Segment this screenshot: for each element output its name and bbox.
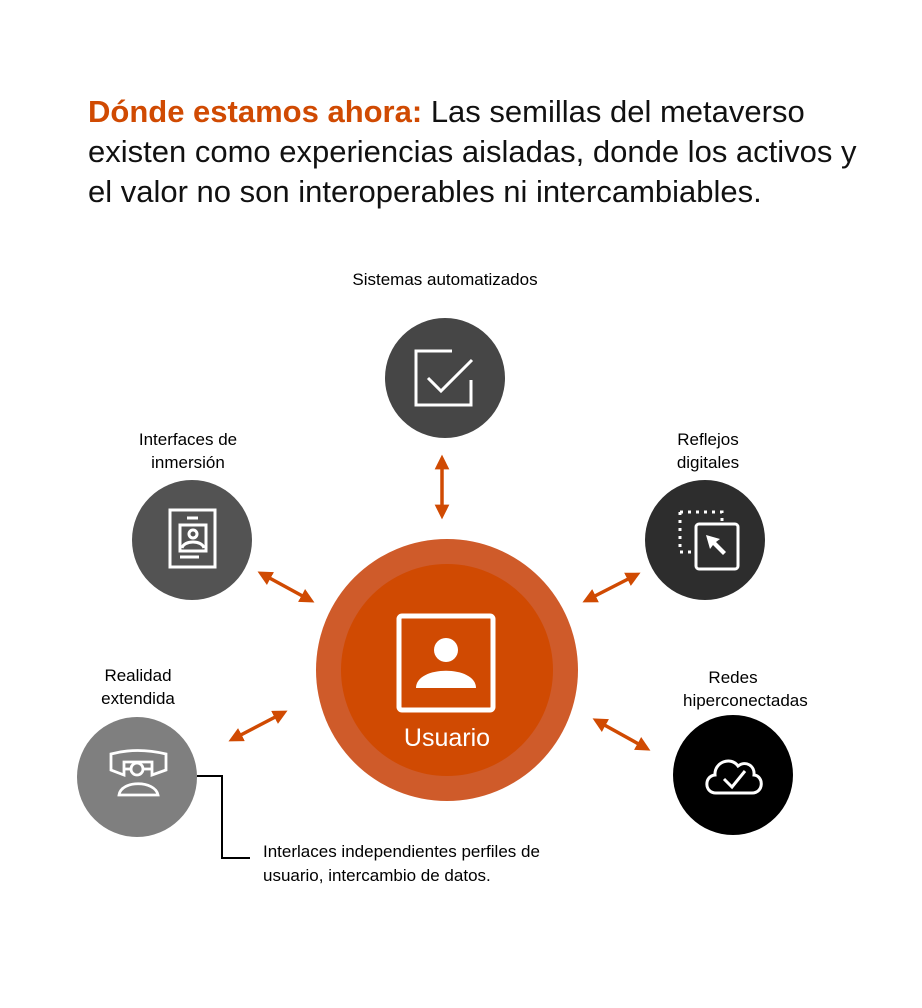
node-sistemas-label: Sistemas automatizados xyxy=(352,270,538,289)
arrow-realidad xyxy=(228,710,288,742)
node-redes xyxy=(673,715,793,835)
node-redes-label: Redes hiperconectadas xyxy=(623,666,843,712)
node-reflejos xyxy=(645,480,765,600)
note-connector xyxy=(197,775,250,859)
cloud-check-icon xyxy=(705,759,763,795)
cursor-select-icon xyxy=(678,510,740,571)
arrow-reflejos xyxy=(582,572,641,603)
node-realidad-label: Realidad extendida xyxy=(28,664,248,710)
node-reflejos-label-text: Reflejos digitales xyxy=(676,430,740,472)
node-realidad-label-text: Realidad extendida xyxy=(101,666,175,708)
node-interfaces xyxy=(132,480,252,600)
center-user-node xyxy=(316,539,578,801)
id-badge-icon xyxy=(168,508,217,569)
center-user-label: Usuario xyxy=(403,724,491,752)
node-interfaces-label: Interfaces de inmersión xyxy=(78,428,298,474)
headline-text: Las semillas del metaverso existen como … xyxy=(88,94,857,209)
headline-highlight: Dónde estamos ahora: xyxy=(88,94,423,129)
node-sistemas xyxy=(385,318,505,438)
arrow-interfaces xyxy=(257,571,315,603)
note-text: Interlaces independientes perfiles de us… xyxy=(263,842,540,885)
node-realidad xyxy=(77,717,197,837)
arrow-redes xyxy=(592,718,651,751)
checkbox-icon xyxy=(414,349,474,407)
user-profile-icon xyxy=(396,613,496,713)
headline: Dónde estamos ahora: Las semillas del me… xyxy=(88,92,888,212)
node-redes-label-text: Redes hiperconectadas xyxy=(683,668,808,710)
node-reflejos-label: Reflejos digitales xyxy=(598,428,818,474)
vr-headset-icon xyxy=(109,749,168,797)
node-interfaces-label-text: Interfaces de inmersión xyxy=(138,430,238,472)
